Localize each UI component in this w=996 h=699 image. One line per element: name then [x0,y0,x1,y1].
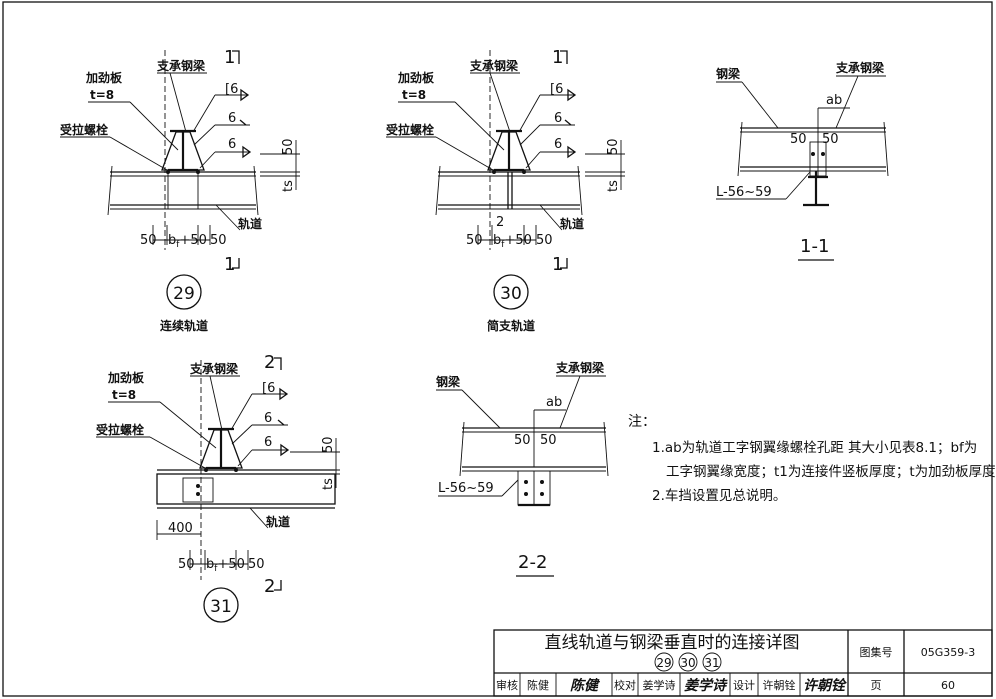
label-support-beam-2-2: 支承钢梁 [555,360,604,375]
weld-6b-31: 6 [264,435,272,450]
dim-bf-50-30: bf+50 [493,233,532,250]
atlas-label: 图集号 [860,645,893,659]
label-rail-30: 轨道 [560,216,584,231]
reviewer-name: 陈健 [527,678,549,692]
weld-6a-31: 6 [264,411,272,426]
weld-6b-30: 6 [554,137,562,152]
label-tension-bolt: 受拉螺栓 [60,122,108,137]
section-1-1: 50 50 ab 钢梁 支承钢梁 L-56~59 1-1 [716,60,889,261]
notes-line-2: 工字钢翼缘宽度；t1为连接件竖板厚度；t为加劲板厚度； [666,463,996,480]
label-stiffener-t-30: t=8 [402,88,426,102]
title-block: 直线轨道与钢梁垂直时的连接详图 29 30 31 图集号 05G359-3 页 … [493,629,993,697]
check-label: 校对 [614,678,636,692]
detail-29: 50 bf+50 50 50 ts 1 1 加劲板 t=8 支承钢梁 受拉螺栓 … [60,47,300,333]
label-stiffener-t: t=8 [90,88,114,102]
detail-29-caption: 连续轨道 [160,318,208,333]
section-2-2-title: 2-2 [518,552,547,573]
label-support-beam: 支承钢梁 [156,58,205,73]
title-num-31: 31 [704,656,719,670]
notes-line-1: 1.ab为轨道工字钢翼缘螺栓孔距 其大小见表8.1；bf为 [652,440,977,456]
weld-6a: 6 [228,111,236,126]
dim-50-1-1-left: 50 [790,132,807,147]
title-num-29: 29 [656,656,671,670]
cut-1-top: 1 [224,47,235,68]
label-support-beam-31: 支承钢梁 [189,361,238,376]
dim-50-vert-31: 50 [321,436,336,453]
label-ab-2-2: ab [546,395,562,410]
label-stiffener-30: 加劲板 [397,70,435,85]
dim-50-right-30: 50 [536,233,553,248]
atlas-number: 05G359-3 [921,646,975,659]
dim-50-vert-30: 50 [606,138,621,155]
dim-50-left-31: 50 [178,557,195,572]
dim-50-1-1-right: 50 [822,132,839,147]
weld-c6-30: [6 [550,82,563,97]
detail-30: 2 50 bf+50 50 50 ts 1 1 加劲板 t=8 支承钢梁 受拉螺… [386,47,625,333]
dim-bf-50-31: bf+50 [206,557,245,574]
dim-ts-30: ts [606,180,621,192]
dim-50-left-30: 50 [466,233,483,248]
detail-30-caption: 简支轨道 [487,318,535,333]
cut-2-top: 2 [264,352,275,373]
page-label: 页 [871,679,882,692]
dim-50-2-2-left: 50 [514,433,531,448]
reviewer-signature: 陈健 [570,677,601,694]
dim-400: 400 [168,521,193,536]
dim-2: 2 [496,215,504,230]
page-number: 60 [941,679,955,692]
cut-2-bottom: 2 [264,576,275,597]
label-stiffener: 加劲板 [85,70,123,85]
cut-1-bottom: 1 [224,254,235,275]
weld-c6-31: [6 [262,381,275,396]
label-angle-1-1: L-56~59 [716,185,772,200]
detail-31-number: 31 [210,597,232,617]
weld-c6: [6 [225,82,238,97]
label-support-beam-1-1: 支承钢梁 [835,60,884,75]
label-angle-2-2: L-56~59 [438,481,494,496]
title-num-30: 30 [680,656,695,670]
label-steel-beam-1-1: 钢梁 [716,66,740,81]
section-1-1-title: 1-1 [800,236,829,257]
detail-29-number: 29 [173,284,195,304]
cut-1-bottom-30: 1 [552,254,563,275]
section-2-2: 50 50 ab 钢梁 支承钢梁 L-56~59 2-2 [436,360,609,577]
label-rail-31: 轨道 [266,514,290,529]
label-stiffener-31: 加劲板 [107,370,145,385]
dim-50-right: 50 [210,233,227,248]
checker-signature: 姜学诗 [684,677,728,694]
label-tension-bolt-30: 受拉螺栓 [386,122,434,137]
dim-50-left: 50 [140,233,157,248]
notes: 注： 1.ab为轨道工字钢翼缘螺栓孔距 其大小见表8.1；bf为 工字钢翼缘宽度… [628,414,996,504]
label-steel-beam-2-2: 钢梁 [436,374,460,389]
label-stiffener-t-31: t=8 [112,388,136,402]
notes-line-3: 2.车挡设置见总说明。 [652,487,786,504]
label-ab-1-1: ab [826,93,842,108]
label-tension-bolt-31: 受拉螺栓 [96,422,144,437]
dim-50-right-31: 50 [248,557,265,572]
designer-signature: 许朝铨 [803,677,847,694]
dim-50-2-2-right: 50 [540,433,557,448]
label-rail: 轨道 [238,216,262,231]
designer-name: 许朝铨 [763,678,796,692]
dim-bf-50: bf+50 [168,233,207,250]
review-label: 审核 [496,678,518,692]
dim-50-vert: 50 [281,138,296,155]
checker-name: 姜学诗 [643,678,676,692]
cut-1-top-30: 1 [552,47,563,68]
label-support-beam-30: 支承钢梁 [469,58,518,73]
drawing-title: 直线轨道与钢梁垂直时的连接详图 [545,633,800,653]
dim-ts: ts [281,180,296,192]
detail-30-number: 30 [500,284,522,304]
design-label: 设计 [733,679,755,692]
dim-ts-31: ts [321,478,336,490]
detail-31: 400 50 bf+50 50 50 ts 2 2 加劲板 t=8 支承钢梁 受… [96,352,340,623]
weld-6a-30: 6 [554,111,562,126]
weld-6b: 6 [228,137,236,152]
notes-head: 注： [628,414,656,430]
